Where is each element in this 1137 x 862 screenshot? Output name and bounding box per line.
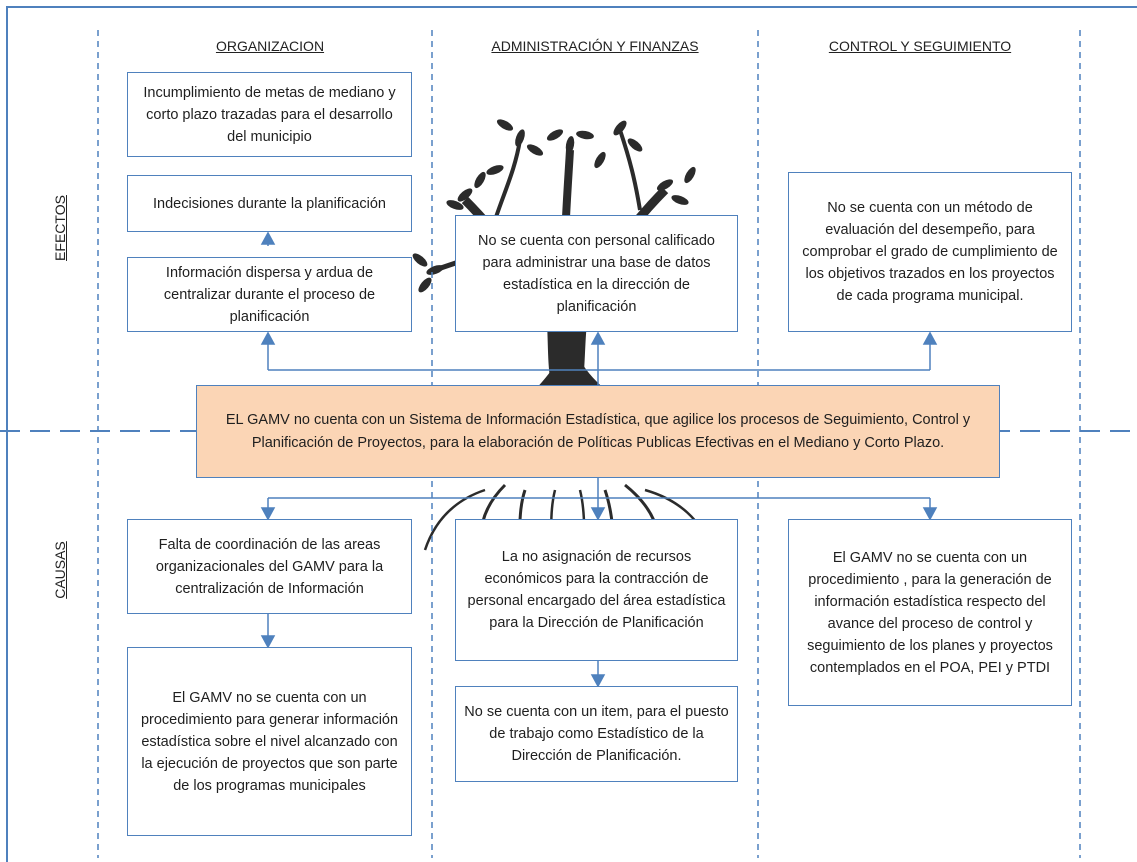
effect-org-mid: Indecisiones durante la planificación [127, 175, 412, 232]
cause-adm-bottom-text: No se cuenta con un item, para el puesto… [464, 704, 729, 764]
effect-org-top-text: Incumplimiento de metas de mediano y cor… [143, 84, 396, 145]
column-title-control: CONTROL Y SEGUIMIENTO [828, 38, 1012, 54]
cause-org-bottom-text: El GAMV no se cuenta con un procedimient… [140, 689, 399, 794]
row-label-causas: CAUSAS [52, 541, 68, 599]
cause-adm-top-text: La no asignación de recursos económicos … [467, 549, 726, 631]
column-title-administracion: ADMINISTRACIÓN Y FINANZAS [491, 38, 699, 54]
cause-org-bottom: El GAMV no se cuenta con un procedimient… [127, 647, 412, 836]
cause-ctrl-text: El GAMV no se cuenta con un procedimient… [807, 549, 1053, 676]
effect-org-bottom: Información dispersa y ardua de centrali… [127, 257, 412, 332]
effect-org-top: Incumplimiento de metas de mediano y cor… [127, 72, 412, 157]
effect-org-bottom-text: Información dispersa y ardua de centrali… [163, 264, 376, 325]
effect-ctrl: No se cuenta con un método de evaluación… [788, 172, 1072, 332]
effect-adm: No se cuenta con personal calificado par… [455, 215, 738, 332]
cause-ctrl: El GAMV no se cuenta con un procedimient… [788, 519, 1072, 706]
central-problem: EL GAMV no cuenta con un Sistema de Info… [196, 385, 1000, 478]
cause-adm-top: La no asignación de recursos económicos … [455, 519, 738, 661]
row-label-efectos: EFECTOS [52, 195, 68, 261]
diagram-frame [6, 6, 1137, 862]
central-problem-text: EL GAMV no cuenta con un Sistema de Info… [225, 411, 971, 451]
cause-org-top: Falta de coordinación de las areas organ… [127, 519, 412, 614]
effect-org-mid-text: Indecisiones durante la planificación [153, 195, 386, 212]
cause-adm-bottom: No se cuenta con un item, para el puesto… [455, 686, 738, 782]
column-title-organizacion: ORGANIZACION [215, 38, 325, 54]
cause-org-top-text: Falta de coordinación de las areas organ… [155, 536, 384, 597]
effect-ctrl-text: No se cuenta con un método de evaluación… [802, 200, 1058, 304]
effect-adm-text: No se cuenta con personal calificado par… [478, 232, 715, 315]
